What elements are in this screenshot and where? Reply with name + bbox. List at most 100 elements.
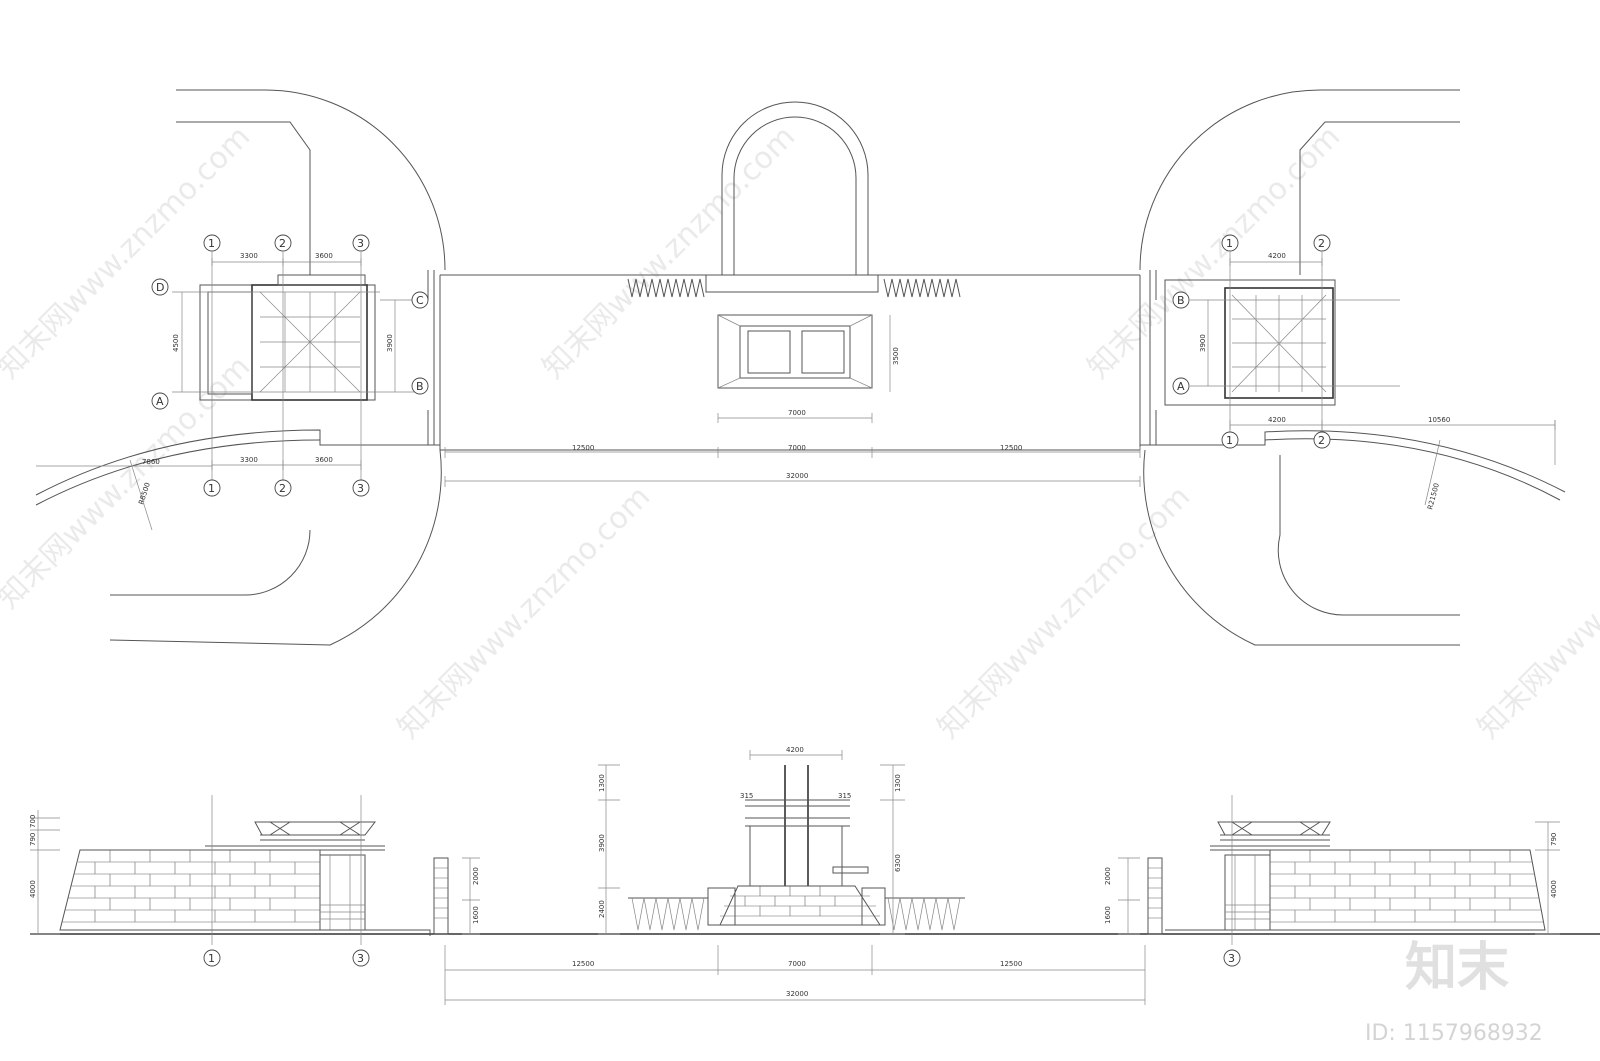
plan-view: 7000 3500 12500 7000 12500 32000 3300 36… <box>35 89 1566 646</box>
elev-axis-1: 1 <box>208 952 215 965</box>
dim-12500-right: 12500 <box>1000 444 1022 452</box>
left-roof-slabs <box>205 834 385 851</box>
left-radius-leader <box>129 459 153 531</box>
elev-dim-line-row1 <box>444 945 1146 1005</box>
elev-dim-12500-left: 12500 <box>572 960 594 968</box>
axis-bubble-b-right <box>1172 291 1190 309</box>
dim-4200-bottom: 4200 <box>1268 416 1286 424</box>
pylon-outer <box>717 314 873 389</box>
axis-bubble-d <box>151 278 169 296</box>
pylon-bands <box>745 799 850 827</box>
axis-bubble-c <box>411 291 429 309</box>
axis-bubble-a-left <box>151 392 169 410</box>
axis-bubble-3-top <box>352 234 370 252</box>
dim-4000-left: 4000 <box>29 880 37 898</box>
pylon-cell-left <box>747 330 791 374</box>
elev-dim-7000: 7000 <box>788 960 806 968</box>
axis-2-bottom: 2 <box>279 482 286 495</box>
axis-bubble-3-bottom <box>352 479 370 497</box>
left-door-mullions <box>320 855 365 930</box>
dim-r-right: R21500 <box>1426 482 1441 510</box>
elev-axis-bubble-1 <box>203 949 221 967</box>
left-roof-truss <box>254 821 377 836</box>
watermark-7: 知末网www.znzmo.com <box>1471 479 1600 745</box>
dim-3300-top: 3300 <box>240 252 258 260</box>
right-elev-dim-lines <box>1535 821 1560 935</box>
pylon-sign <box>832 866 869 874</box>
dim-2000-left: 2000 <box>472 867 480 885</box>
pylon-plinth-bricks <box>720 886 880 917</box>
dim-700-left: 700 <box>29 815 37 828</box>
left-curve-road <box>35 429 440 496</box>
right-roof-slabs <box>1210 834 1330 851</box>
right-enclosure-top-inner <box>1299 121 1460 275</box>
dim-1600-right: 1600 <box>1104 906 1112 924</box>
axis-r1-bottom: 1 <box>1226 434 1233 447</box>
right-axis-bubbles: 1 2 1 2 B A <box>1172 234 1331 449</box>
left-bottom-dim-line <box>211 460 362 470</box>
axis-b-left: B <box>416 380 424 393</box>
elev-axis-r3: 3 <box>1228 952 1235 965</box>
dim-1300-left: 1300 <box>598 774 606 792</box>
dim-790-right: 790 <box>1550 833 1558 846</box>
right-gate-pillar <box>1147 857 1163 935</box>
watermark-6: 知末网www.znzmo.com <box>931 479 1197 745</box>
left-elev-dim-lines <box>30 810 60 935</box>
axis-bubble-r2-bottom <box>1313 431 1331 449</box>
image-id-label: ID: 1157968932 <box>1365 1021 1543 1046</box>
watermark-layer: 知末网www.znzmo.com 知末网www.znzmo.com 知末网www… <box>0 119 1600 745</box>
dim-7000-plan: 7000 <box>788 409 806 417</box>
right-radius-leader <box>1424 439 1441 506</box>
right-enclosure-top-outer <box>1139 89 1460 271</box>
left-curve-road-2 <box>35 439 321 506</box>
dim-1300-right: 1300 <box>894 774 902 792</box>
elev-axis-bubble-3 <box>352 949 370 967</box>
elev-dim-32000: 32000 <box>786 990 808 998</box>
axis-b-right: B <box>1177 294 1185 307</box>
dim-line-32000-plan <box>444 476 1141 487</box>
elev-dim-12500-right: 12500 <box>1000 960 1022 968</box>
watermark-5: 知末网www.znzmo.com <box>391 479 657 745</box>
elev-axis-bubble-r3 <box>1223 949 1241 967</box>
dim-2400: 2400 <box>598 900 606 918</box>
elev-sliding-gates <box>631 897 961 931</box>
axis-a-right: A <box>1177 380 1185 393</box>
right-top-dim-line <box>1229 258 1323 266</box>
axis-bubble-r2-top <box>1313 234 1331 252</box>
watermark-1: 知末网www.znzmo.com <box>0 119 257 385</box>
axis-3-top: 3 <box>357 237 364 250</box>
axis-bubble-1-bottom <box>203 479 221 497</box>
pylon-right-dims <box>880 764 905 935</box>
right-pillar-courses <box>1148 867 1162 919</box>
dim-3900-left: 3900 <box>386 334 394 352</box>
left-base-plinth <box>320 929 431 936</box>
dim-790-left: 790 <box>29 833 37 846</box>
pylon-cell-right <box>801 330 845 374</box>
left-elev-axes <box>211 795 362 945</box>
axis-r2-bottom: 2 <box>1318 434 1325 447</box>
pylon-left-dims <box>598 764 620 935</box>
right-guardhouse-body <box>1224 287 1334 399</box>
dim-10560: 10560 <box>1428 416 1450 424</box>
dim-7000-mid: 7000 <box>788 444 806 452</box>
axis-r2-top: 2 <box>1318 237 1325 250</box>
right-sliding-gate <box>883 278 961 298</box>
center-arch-outer <box>721 101 869 275</box>
left-wall-edge <box>427 270 435 445</box>
axis-2-top: 2 <box>279 237 286 250</box>
pylon-side-piers <box>707 887 886 926</box>
axis-1-bottom: 1 <box>208 482 215 495</box>
right-wall-bricks <box>1270 850 1543 923</box>
right-bottom-dim-line <box>1229 420 1556 430</box>
dim-4200-top: 4200 <box>1268 252 1286 260</box>
dim-315-right: 315 <box>838 792 851 800</box>
pylon-inner <box>739 325 851 379</box>
dim-4200-elev-line <box>749 750 843 760</box>
dim-3600-top: 3600 <box>315 252 333 260</box>
axis-bubble-r1-bottom <box>1221 431 1239 449</box>
left-gate-pillar <box>433 857 449 935</box>
left-guardhouse-roof-grid <box>259 291 361 393</box>
right-grid-lines <box>1190 252 1400 440</box>
axis-d: D <box>156 281 164 294</box>
watermark-4: 知末网www.znzmo.com <box>0 349 257 615</box>
